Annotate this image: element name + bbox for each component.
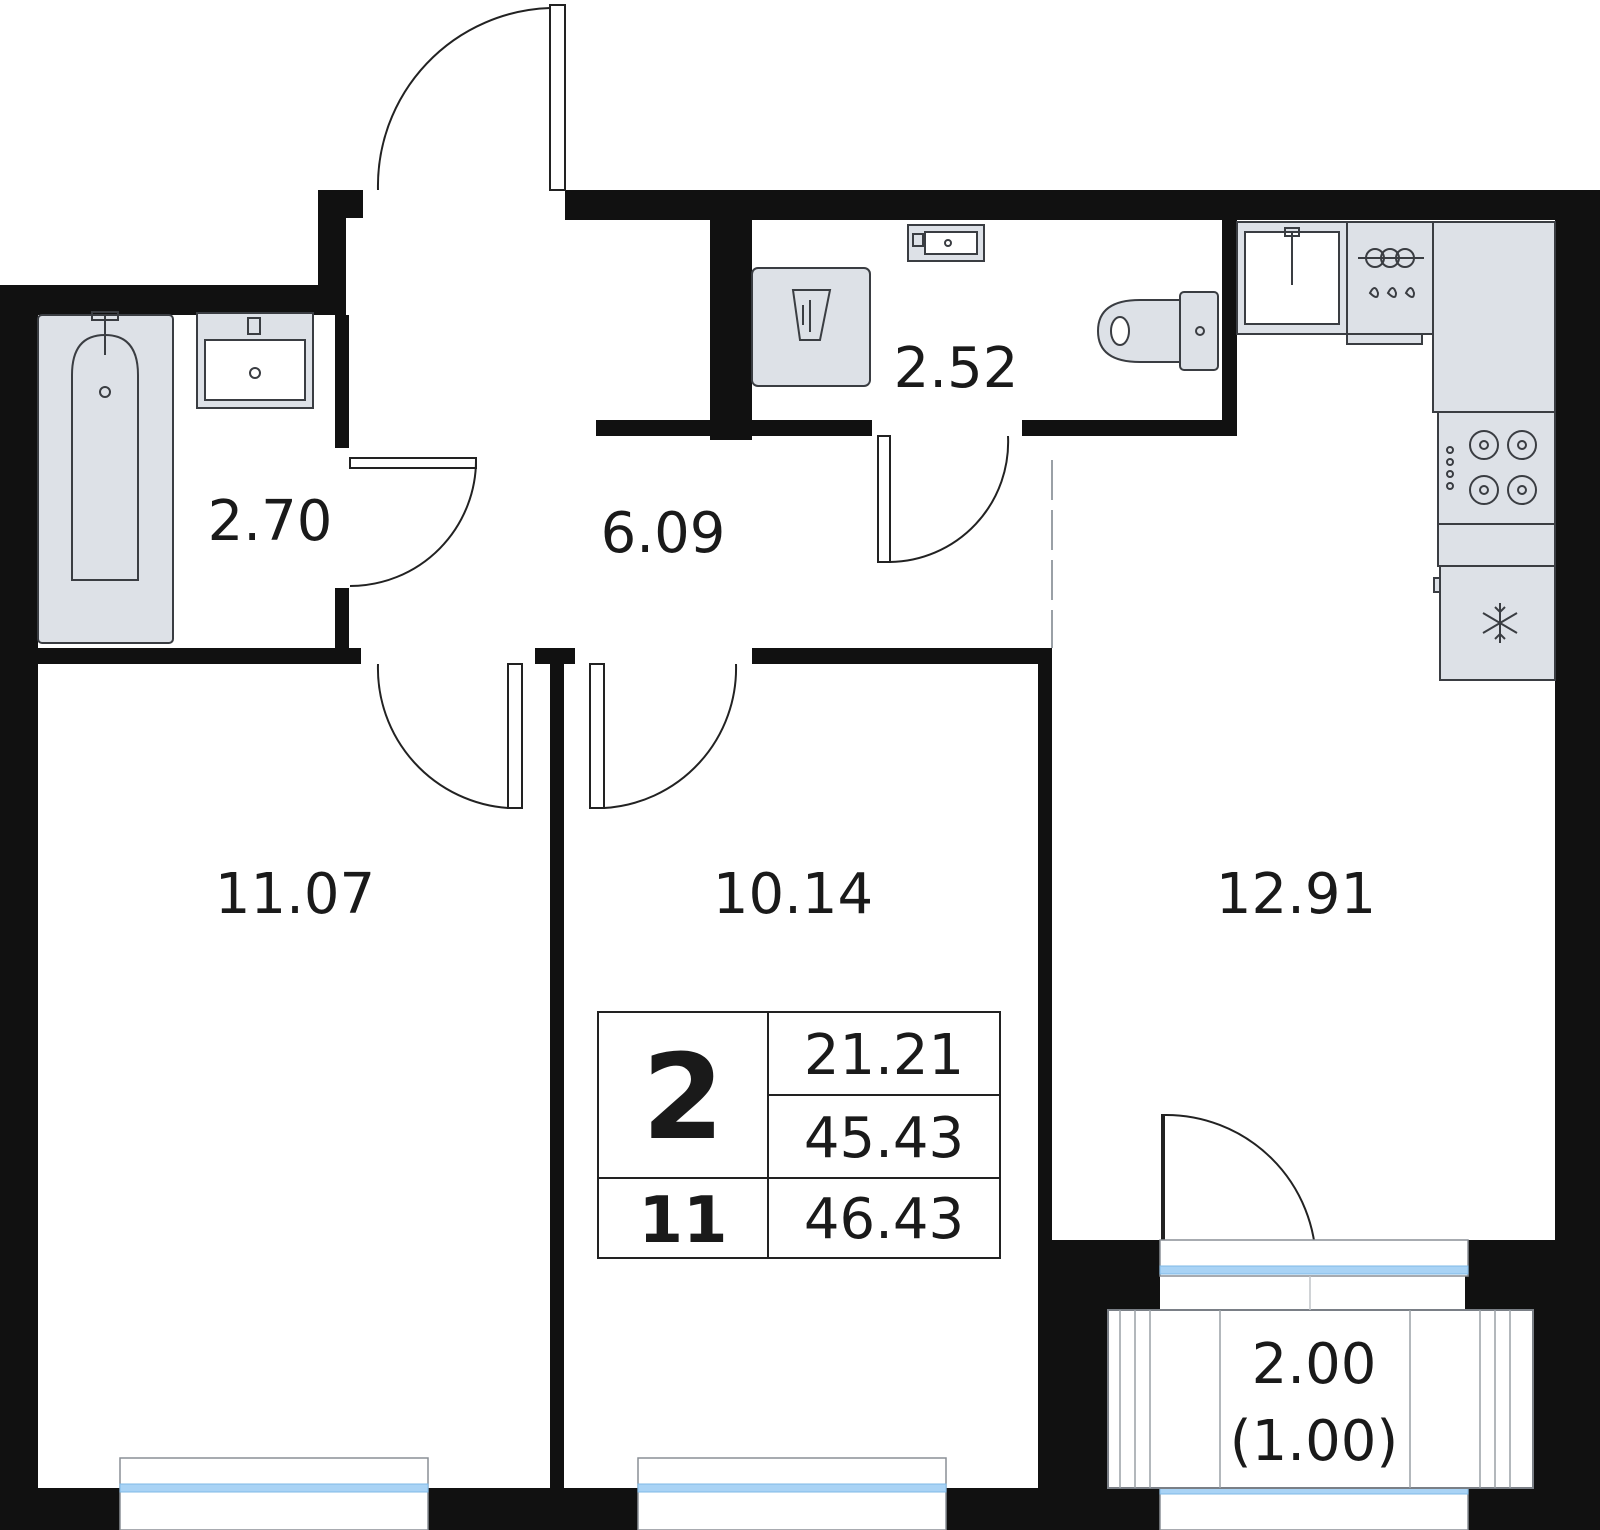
kitchen-counter — [1346, 221, 1556, 413]
washing-machine-icon — [751, 267, 871, 387]
total-area-with-balcony: 46.43 — [804, 1187, 964, 1252]
rooms-count: 2 — [642, 1028, 724, 1166]
room-area-bedroom-mid: 10.14 — [713, 862, 873, 927]
room-area-balcony-reduced: (1.00) — [1230, 1409, 1398, 1474]
kitchen-sink-icon — [1236, 221, 1348, 335]
apartment-info-table: 2 11 21.21 45.43 46.43 — [597, 1011, 1001, 1259]
stove-icon — [1437, 411, 1556, 567]
floor-number: 11 — [638, 1184, 727, 1258]
total-area: 45.43 — [804, 1106, 964, 1171]
sink-icon — [196, 312, 314, 409]
bathtub-icon — [37, 311, 174, 644]
walls — [0, 190, 1600, 1530]
windows — [119, 1239, 1534, 1530]
room-area-bedroom-left: 11.07 — [215, 862, 375, 927]
room-area-balcony: 2.00 — [1252, 1332, 1377, 1397]
doors — [349, 4, 1317, 1266]
room-area-bathroom: 2.70 — [208, 489, 333, 554]
toilet-icon — [1096, 291, 1219, 371]
room-area-hall: 6.09 — [601, 501, 726, 566]
living-area: 21.21 — [804, 1023, 964, 1088]
sink-icon — [907, 224, 985, 262]
room-area-toilet: 2.52 — [894, 336, 1019, 401]
fridge-icon — [1433, 565, 1556, 681]
room-area-kitchen: 12.91 — [1216, 862, 1376, 927]
